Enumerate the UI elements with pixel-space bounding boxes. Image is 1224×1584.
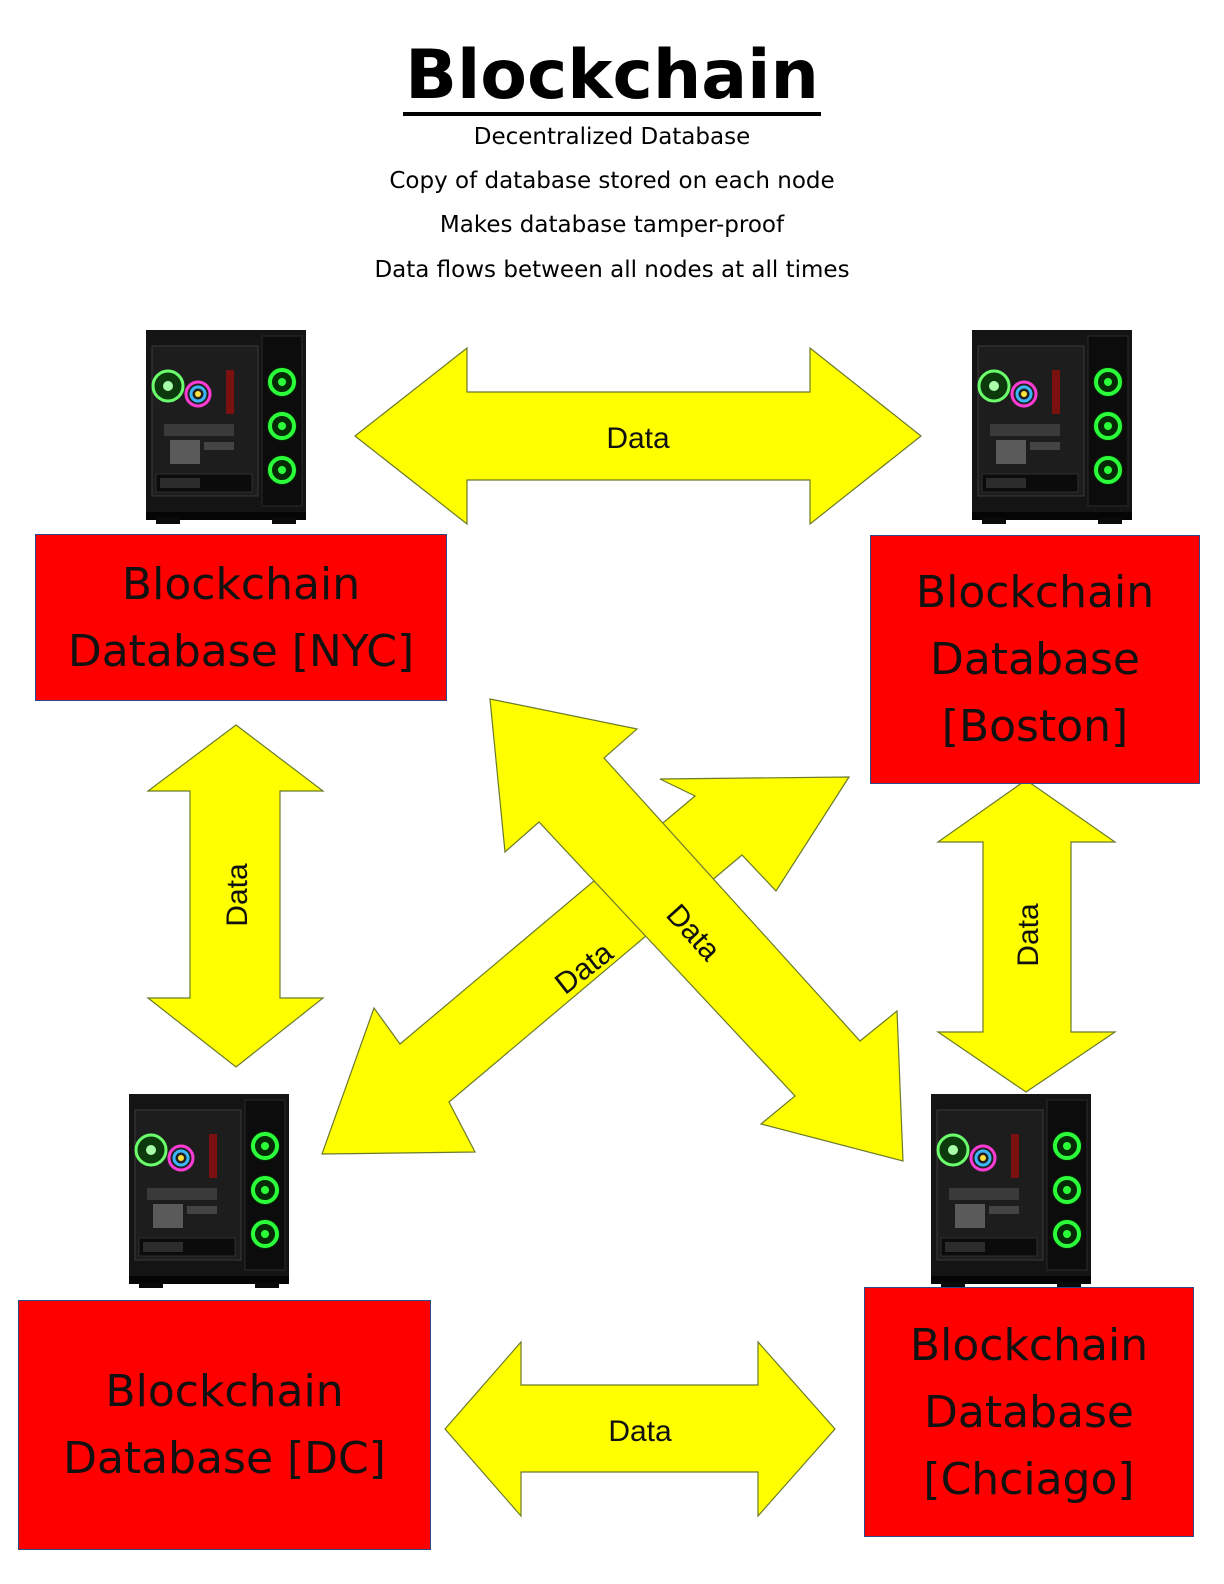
arrow-nyc-chicago — [489, 698, 904, 1162]
node-box-boston: Blockchain Database [Boston] — [870, 535, 1200, 784]
node-dc-line2: Database [DC] — [63, 1433, 386, 1484]
subtitle-line-3: Makes database tamper-proof — [439, 212, 785, 238]
arrow-label-right: Data — [1012, 903, 1045, 967]
arrow-label-top: Data — [606, 422, 670, 455]
title-text: Blockchain — [403, 36, 821, 116]
node-nyc-line1: Blockchain — [121, 558, 361, 610]
arrow-label-left: Data — [221, 863, 254, 927]
subtitle-line-1: Decentralized Database — [473, 124, 751, 150]
node-boston-line3: [Boston] — [941, 701, 1129, 752]
page-title: Blockchain — [0, 36, 1224, 116]
node-boston-line1: Blockchain — [915, 567, 1155, 618]
subtitle-line-2: Copy of database stored on each node — [389, 168, 835, 194]
computer-icon-nyc — [144, 328, 308, 526]
computer-icon-boston — [970, 328, 1134, 526]
node-boston-line2: Database — [930, 634, 1140, 685]
node-box-dc: Blockchain Database [DC] — [18, 1300, 431, 1550]
arrow-boston-chicago — [936, 779, 1117, 1093]
arrow-nyc-boston — [354, 346, 922, 526]
node-box-chicago: Blockchain Database [Chciago] — [864, 1287, 1194, 1537]
node-chicago-line2: Database — [924, 1386, 1134, 1438]
node-chicago-line3: [Chciago] — [923, 1453, 1135, 1505]
arrow-nyc-dc — [146, 724, 325, 1068]
node-dc-line1: Blockchain — [105, 1366, 344, 1417]
arrow-dc-boston — [321, 776, 851, 1155]
subtitle-line-4: Data flows between all nodes at all time… — [374, 257, 850, 283]
arrow-dc-chicago — [444, 1340, 836, 1518]
node-nyc-line2: Database [NYC] — [67, 625, 415, 677]
arrow-label-bottom: Data — [608, 1415, 672, 1448]
computer-icon-dc — [127, 1092, 291, 1290]
computer-icon-chicago — [929, 1092, 1093, 1290]
node-chicago-line1: Blockchain — [909, 1319, 1149, 1371]
node-box-nyc: Blockchain Database [NYC] — [35, 534, 447, 701]
